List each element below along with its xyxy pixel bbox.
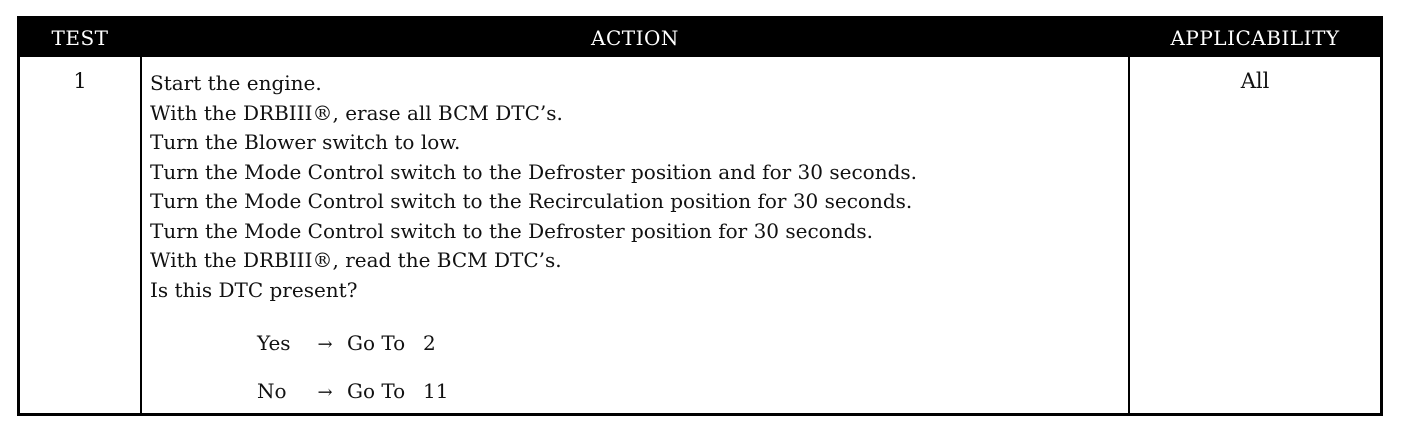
action-step: With the DRBIII®, erase all BCM DTC’s. <box>150 100 563 125</box>
diagnostic-test-table: TEST ACTION APPLICABILITY 1 Start the en… <box>17 16 1383 416</box>
action-step: Turn the Mode Control switch to the Defr… <box>150 218 874 243</box>
branch-target: 11 <box>423 379 449 403</box>
right-arrow-icon: → <box>317 334 333 355</box>
action-cell: Start the engine. With the DRBIII®, eras… <box>150 57 1120 413</box>
action-step: Turn the Mode Control switch to the Reci… <box>150 189 913 213</box>
action-step: With the DRBIII®, read the BCM DTC’s. <box>150 248 562 272</box>
column-divider <box>1128 57 1130 413</box>
branch-answer: Yes <box>257 331 291 355</box>
action-step: Turn the Mode Control switch to the Defr… <box>150 159 917 184</box>
branch-goto-label: Go To <box>347 379 406 403</box>
action-question: Is this DTC present? <box>150 277 358 302</box>
header-action: ACTION <box>591 26 679 50</box>
header-applicability: APPLICABILITY <box>1170 26 1340 50</box>
column-divider <box>140 57 142 413</box>
action-step: Start the engine. <box>150 71 322 95</box>
branch-list: Yes → Go To 2 No → Go To 11 <box>150 319 1120 415</box>
branch-goto-label: Go To <box>347 331 406 355</box>
branch-answer: No <box>257 379 287 403</box>
table-header-row: TEST ACTION APPLICABILITY <box>20 19 1380 57</box>
header-test: TEST <box>51 26 109 50</box>
right-arrow-icon: → <box>317 382 333 403</box>
branch-target: 2 <box>423 331 436 355</box>
action-step: Turn the Blower switch to low. <box>150 130 461 154</box>
applicability-cell: All <box>1240 69 1270 93</box>
branch-no: No → Go To 11 <box>257 367 1120 415</box>
branch-yes: Yes → Go To 2 <box>257 319 1120 367</box>
test-number-cell: 1 <box>73 69 87 93</box>
